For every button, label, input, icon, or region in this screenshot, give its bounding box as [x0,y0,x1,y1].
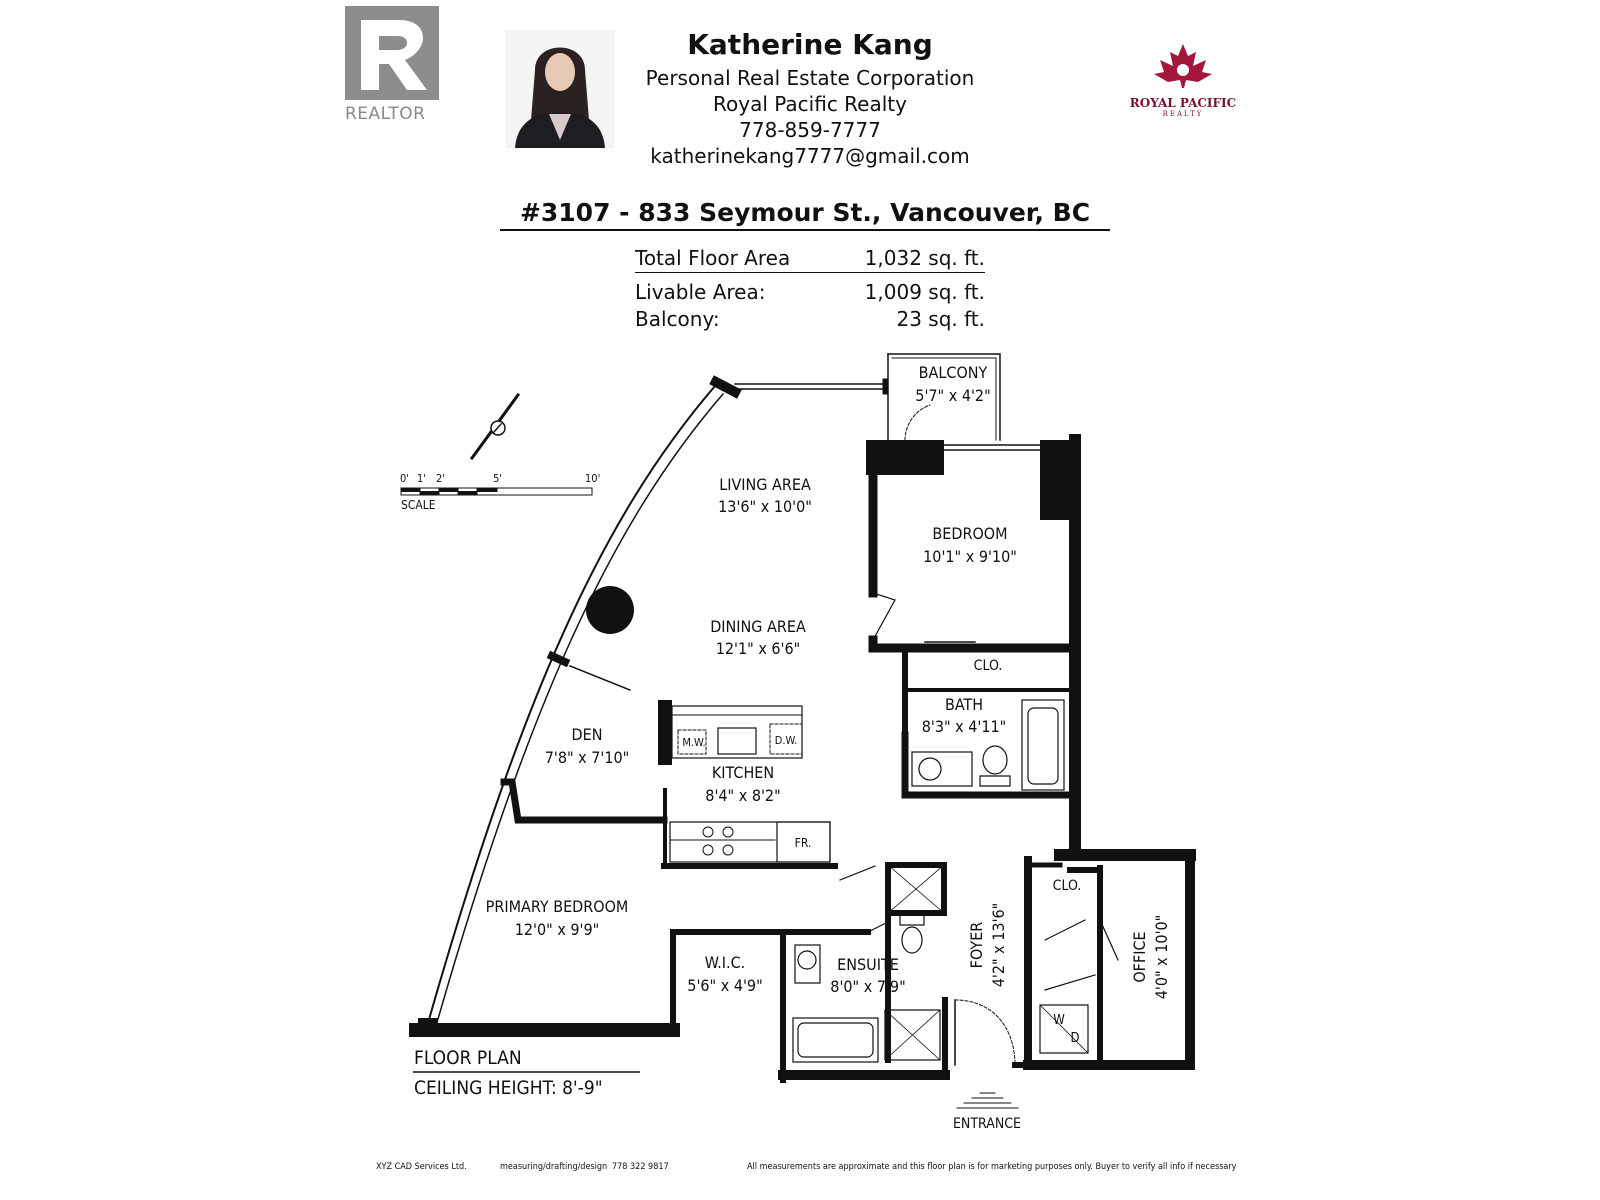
dishwasher-label: D.W. [775,734,797,747]
room-name-balcony: BALCONY [919,363,988,382]
north-arrow-icon [469,392,521,461]
room-name-closet-2: CLO. [1053,878,1082,894]
room-dims-wic: 5'6" x 4'9" [687,976,762,995]
agent-name: Katherine Kang [687,28,933,61]
microwave-label: M.W. [682,736,705,749]
area-summary: Total Floor Area 1,032 sq. ft. Livable A… [635,245,985,333]
scale-tick: 2' [436,472,445,485]
room-dims-balcony: 5'7" x 4'2" [915,386,990,405]
realtor-r-icon [345,6,439,100]
room-name-primary-bedroom: PRIMARY BEDROOM [486,897,629,916]
room-dims-ensuite: 8'0" x 7'9" [830,977,905,996]
scale-bar [400,487,593,496]
agent-email[interactable]: katherinekang7777@gmail.com [650,144,970,168]
room-name-wic: W.I.C. [705,953,745,972]
scale-label: SCALE [401,498,436,512]
room-name-bath: BATH [945,695,983,714]
room-dims-kitchen: 8'4" x 8'2" [705,786,780,805]
footer-disclaimer: All measurements are approximate and thi… [747,1162,1237,1172]
area-label: Balcony: [635,307,720,331]
brokerage-logo-name: ROYAL PACIFIC [1129,96,1237,110]
area-row-livable: Livable Area: 1,009 sq. ft. [635,279,985,306]
footer-company: XYZ CAD Services Ltd. [376,1162,467,1172]
washer-label: W [1053,1013,1065,1028]
scale-tick: 10' [585,472,600,485]
agent-brokerage: Royal Pacific Realty [713,92,907,116]
room-dims-foyer: 4'2" x 13'6" [989,903,1008,988]
room-dims-bath: 8'3" x 4'11" [922,717,1007,736]
room-dims-dining: 12'1" x 6'6" [716,639,801,658]
fridge-label: FR. [795,836,812,850]
area-row-balcony: Balcony: 23 sq. ft. [635,306,985,333]
footer-service: measuring/drafting/design [500,1162,607,1172]
footer-phone: 778 322 9817 [612,1162,669,1172]
room-dims-primary-bedroom: 12'0" x 9'9" [515,920,600,939]
room-name-kitchen: KITCHEN [712,763,774,782]
agent-phone[interactable]: 778-859-7777 [739,118,881,142]
room-dims-bedroom: 10'1" x 9'10" [923,547,1017,566]
room-dims-den: 7'8" x 7'10" [545,748,630,767]
royal-pacific-logo: ROYAL PACIFIC REALTY [1128,42,1238,122]
room-name-foyer: FOYER [967,922,986,969]
area-label: Livable Area: [635,280,766,304]
room-name-living: LIVING AREA [719,475,811,494]
realtor-logo: REALTOR [345,6,445,124]
area-label: Total Floor Area [635,246,791,270]
room-name-bedroom: BEDROOM [932,524,1007,543]
room-dims-office: 4'0" x 10'0" [1152,915,1171,1000]
area-value: 23 sq. ft. [896,307,985,331]
brokerage-logo-sub: REALTY [1162,110,1204,118]
area-row-total: Total Floor Area 1,032 sq. ft. [635,245,985,273]
room-name-closet: CLO. [974,658,1003,674]
room-dims-living: 13'6" x 10'0" [718,497,812,516]
scale-tick: 5' [493,472,502,485]
realtor-wordmark: REALTOR [345,104,426,124]
dryer-label: D [1070,1031,1079,1046]
maple-leaf-icon [1154,44,1212,88]
entrance-label: ENTRANCE [953,1116,1021,1132]
room-name-dining: DINING AREA [710,617,806,636]
ceiling-height: CEILING HEIGHT: 8'-9" [414,1077,603,1099]
agent-contact-card: Katherine Kang Personal Real Estate Corp… [600,28,1020,169]
agent-photo [505,30,615,148]
room-name-den: DEN [572,725,603,744]
room-name-office: OFFICE [1130,931,1149,982]
area-value: 1,009 sq. ft. [864,280,985,304]
plan-title: FLOOR PLAN [414,1047,522,1069]
scale-tick: 1' [417,472,426,485]
property-address: #3107 - 833 Seymour St., Vancouver, BC [500,198,1110,231]
scale-tick: 0' [400,472,409,485]
agent-corporation: Personal Real Estate Corporation [645,66,975,90]
area-value: 1,032 sq. ft. [864,246,985,270]
room-name-ensuite: ENSUITE [837,955,899,974]
